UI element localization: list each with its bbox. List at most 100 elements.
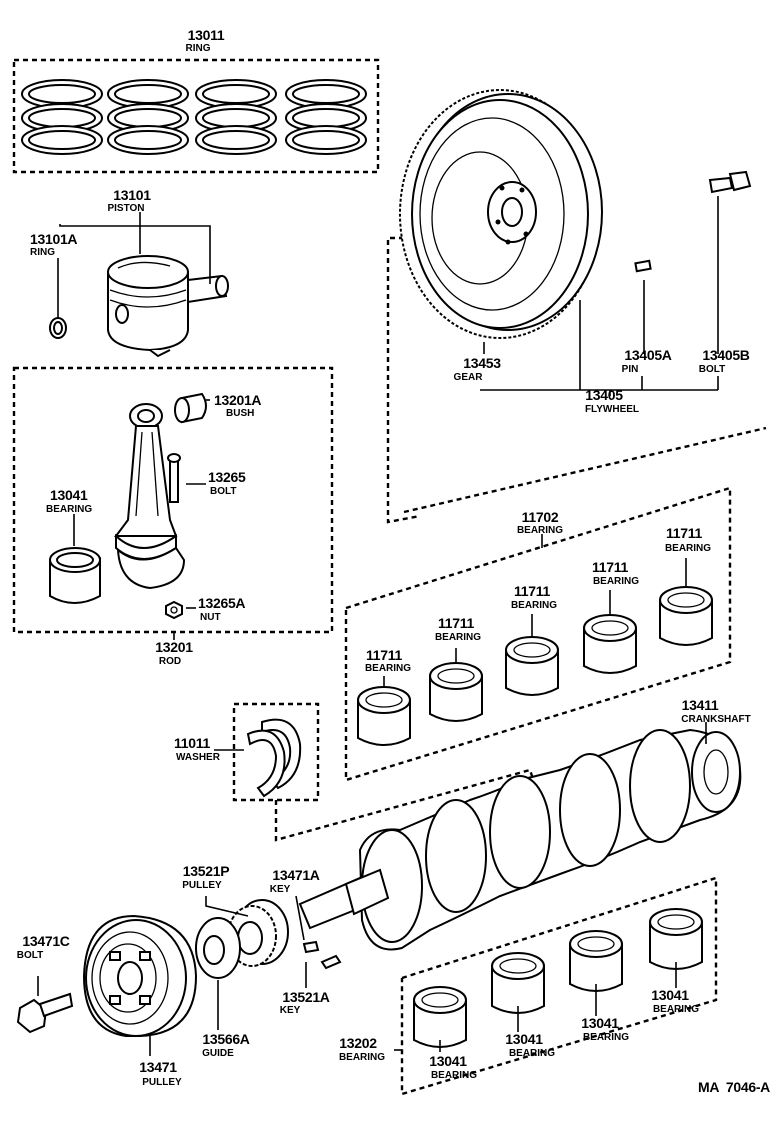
- callout-13405-number: 13405: [585, 387, 623, 403]
- callout-11711-d-number: 11711: [592, 559, 628, 575]
- callout-11702-name: BEARING: [517, 525, 563, 536]
- crankshaft-drawing: [298, 728, 742, 951]
- callout-11711-e-number: 11711: [666, 525, 702, 541]
- callout-11711-a-number: 11711: [366, 647, 402, 663]
- main-bearing-1: [357, 686, 411, 746]
- callout-13101a-number: 13101A: [30, 231, 77, 247]
- callout-11011-number: 11011: [174, 735, 210, 751]
- callout-13453-name: GEAR: [454, 372, 484, 383]
- callout-13405b-name: BOLT: [699, 364, 725, 375]
- callout-11711-d-name: BEARING: [593, 576, 639, 587]
- flywheel-pin: [634, 259, 652, 273]
- piston-snap-ring: [49, 317, 67, 339]
- callout-13201-name: ROD: [159, 656, 181, 667]
- callout-13405-name: FLYWHEEL: [585, 404, 639, 415]
- callout-13041-b-name: BEARING: [509, 1048, 555, 1059]
- callout-13041-c-number: 13041: [581, 1015, 619, 1031]
- callout-13521p-number: 13521P: [183, 863, 229, 879]
- callout-13411-name: CRANKSHAFT: [681, 714, 750, 725]
- small-end-bush: [174, 392, 207, 424]
- callout-13265-number: 13265: [208, 469, 246, 485]
- callout-13041-rod-number: 13041: [50, 487, 88, 503]
- crank-pulley-drawing: [82, 914, 198, 1037]
- rod-assembly-box: [12, 366, 334, 634]
- rod-nut: [165, 600, 183, 620]
- callout-11711-c-number: 11711: [514, 583, 550, 599]
- main-bearing-4: [583, 614, 637, 674]
- piston-ring-stack-3: [195, 79, 277, 155]
- callout-13201-number: 13201: [155, 639, 193, 655]
- callout-13453-number: 13453: [463, 355, 501, 371]
- flywheel-bolt: [708, 170, 752, 194]
- rod-bearing-1: [413, 986, 467, 1048]
- pulley-guide: [195, 917, 241, 979]
- rod-bearing-3: [569, 930, 623, 992]
- callout-13041-d-number: 13041: [651, 987, 689, 1003]
- callout-13041-b-number: 13041: [505, 1031, 543, 1047]
- callout-13521a-number: 13521A: [282, 989, 329, 1005]
- connecting-rod-drawing: [114, 403, 186, 590]
- callout-13041-d-name: BEARING: [653, 1004, 699, 1015]
- callout-13405a-number: 13405A: [624, 347, 671, 363]
- callout-13471-number: 13471: [139, 1059, 177, 1075]
- callout-13521p-name: PULLEY: [182, 880, 222, 891]
- crank-leader: [403, 426, 767, 514]
- main-bearing-5: [659, 586, 713, 646]
- flywheel-leader: [386, 236, 421, 524]
- callout-13202-number: 13202: [339, 1035, 377, 1051]
- callout-13041-a-name: BEARING: [431, 1070, 477, 1081]
- callout-11711-c-name: BEARING: [511, 600, 557, 611]
- figure-code: MA 7046-A: [698, 1079, 770, 1095]
- callout-13405b-number: 13405B: [702, 347, 749, 363]
- callout-13201a-number: 13201A: [214, 392, 261, 408]
- callout-11711-b-number: 11711: [438, 615, 474, 631]
- callout-13471a-name: KEY: [270, 884, 291, 895]
- callout-13041-rod-name: BEARING: [46, 504, 92, 515]
- callout-13471a-number: 13471A: [272, 867, 319, 883]
- main-bearing-box: [344, 486, 732, 782]
- callout-13041-c-name: BEARING: [583, 1032, 629, 1043]
- callout-13411-number: 13411: [682, 697, 719, 713]
- main-bearing-3: [505, 636, 559, 696]
- piston-ring-stack-2: [107, 79, 189, 155]
- callout-13265a-number: 13265A: [198, 595, 245, 611]
- callout-13471c-number: 13471C: [22, 933, 69, 949]
- callout-11711-e-name: BEARING: [665, 543, 711, 554]
- thrust-washer-drawing: [246, 718, 302, 798]
- rod-bearing-2: [491, 952, 545, 1014]
- rod-bearing-shell: [49, 547, 101, 604]
- pulley-key: [302, 940, 320, 954]
- pulley-bolt: [16, 992, 74, 1034]
- callout-11011-name: WASHER: [176, 752, 221, 763]
- flywheel-drawing: [399, 89, 603, 339]
- crank-key: [320, 954, 342, 970]
- callout-13101-number: 13101: [113, 187, 151, 203]
- callout-13011-number: 13011: [188, 27, 225, 43]
- callout-13566a-number: 13566A: [202, 1031, 249, 1047]
- callout-13101a-name: RING: [30, 247, 55, 258]
- main-bearing-2: [429, 662, 483, 722]
- callout-13101-name: PISTON: [107, 203, 144, 214]
- piston-drawing: [107, 255, 229, 358]
- callout-13041-a-number: 13041: [429, 1053, 467, 1069]
- rod-bearing-box: [400, 876, 718, 1096]
- callout-13521a-name: KEY: [280, 1005, 301, 1016]
- callout-11711-b-name: BEARING: [435, 632, 481, 643]
- callout-13471c-name: BOLT: [17, 950, 43, 961]
- callout-11702-number: 11702: [522, 509, 559, 525]
- callout-13265-name: BOLT: [210, 486, 236, 497]
- rod-bearing-4: [649, 908, 703, 970]
- piston-ring-stack-1: [21, 79, 103, 155]
- callout-13011-name: RING: [186, 43, 211, 54]
- callout-13265a-name: NUT: [200, 612, 221, 623]
- callout-11711-a-name: BEARING: [365, 663, 411, 674]
- ring-set-box: [12, 58, 380, 174]
- piston-ring-stack-4: [285, 79, 367, 155]
- callout-13201a-name: BUSH: [226, 408, 254, 419]
- callout-13471-name: PULLEY: [142, 1077, 182, 1088]
- timing-pulley-drawing: [227, 899, 289, 967]
- callout-13566a-name: GUIDE: [202, 1048, 234, 1059]
- callout-13202-name: BEARING: [339, 1052, 385, 1063]
